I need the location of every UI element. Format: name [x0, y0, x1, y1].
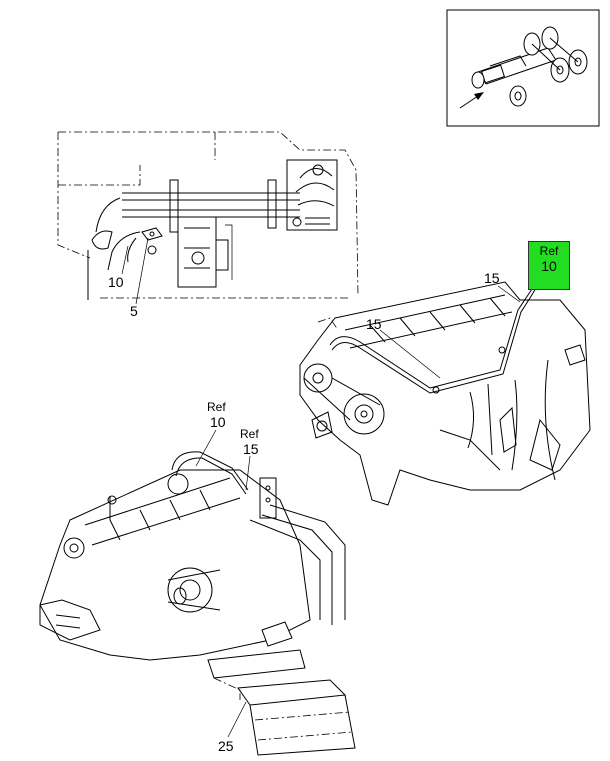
- callout-ref-15-left-label: Ref: [240, 427, 259, 441]
- callout-ref-15-left-value: 15: [243, 441, 259, 457]
- callout-5-top: 5: [130, 303, 138, 319]
- left-engine-drawing: [39, 429, 356, 756]
- callout-25-bottom: 25: [218, 738, 234, 754]
- top-assembly-drawing: [57, 131, 359, 305]
- callout-15-right-lower: 15: [366, 316, 382, 332]
- ref-10-highlight-box[interactable]: Ref 10: [528, 241, 570, 290]
- callout-15-right-upper: 15: [484, 270, 500, 286]
- callout-ref-10-left-value: 10: [210, 414, 226, 430]
- locator-inset: [446, 9, 600, 127]
- callout-ref-10-left-label: Ref: [207, 400, 226, 414]
- truck-chassis-locator-icon: [459, 26, 588, 109]
- right-engine-drawing: [299, 275, 591, 506]
- callout-10-top: 10: [108, 274, 124, 290]
- ref-10-highlight-label: Ref: [539, 244, 559, 258]
- ref-10-highlight-value: 10: [541, 258, 557, 274]
